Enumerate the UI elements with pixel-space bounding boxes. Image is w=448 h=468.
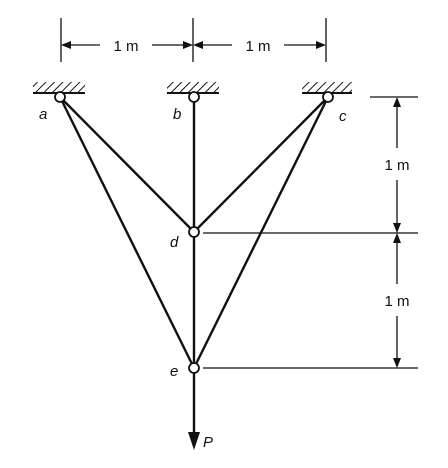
node-label-a: a — [39, 106, 47, 123]
dim-label-top-left: 1 m — [113, 38, 138, 55]
pin-e — [188, 362, 200, 374]
node-label-d: d — [170, 234, 179, 251]
dim-label-right-lower: 1 m — [384, 293, 409, 310]
node-label-e: e — [170, 363, 178, 380]
member-ae — [58, 95, 196, 370]
member-ad — [58, 95, 196, 234]
dim-label-top-right: 1 m — [245, 38, 270, 55]
load-arrow — [188, 368, 200, 450]
right-dimension-lines — [203, 96, 418, 369]
member-cd — [192, 95, 330, 234]
node-label-b: b — [173, 106, 181, 123]
dim-label-right-upper: 1 m — [384, 157, 409, 174]
top-dimension-arrows — [61, 41, 326, 49]
right-dimension-arrows — [393, 97, 401, 368]
pin-a — [54, 91, 66, 103]
pin-b — [188, 91, 200, 103]
node-label-c: c — [339, 108, 347, 125]
load-label: P — [203, 434, 213, 451]
top-dimension-lines — [60, 18, 327, 62]
pin-c — [322, 91, 334, 103]
pin-joints — [54, 91, 334, 374]
pin-d — [188, 226, 200, 238]
